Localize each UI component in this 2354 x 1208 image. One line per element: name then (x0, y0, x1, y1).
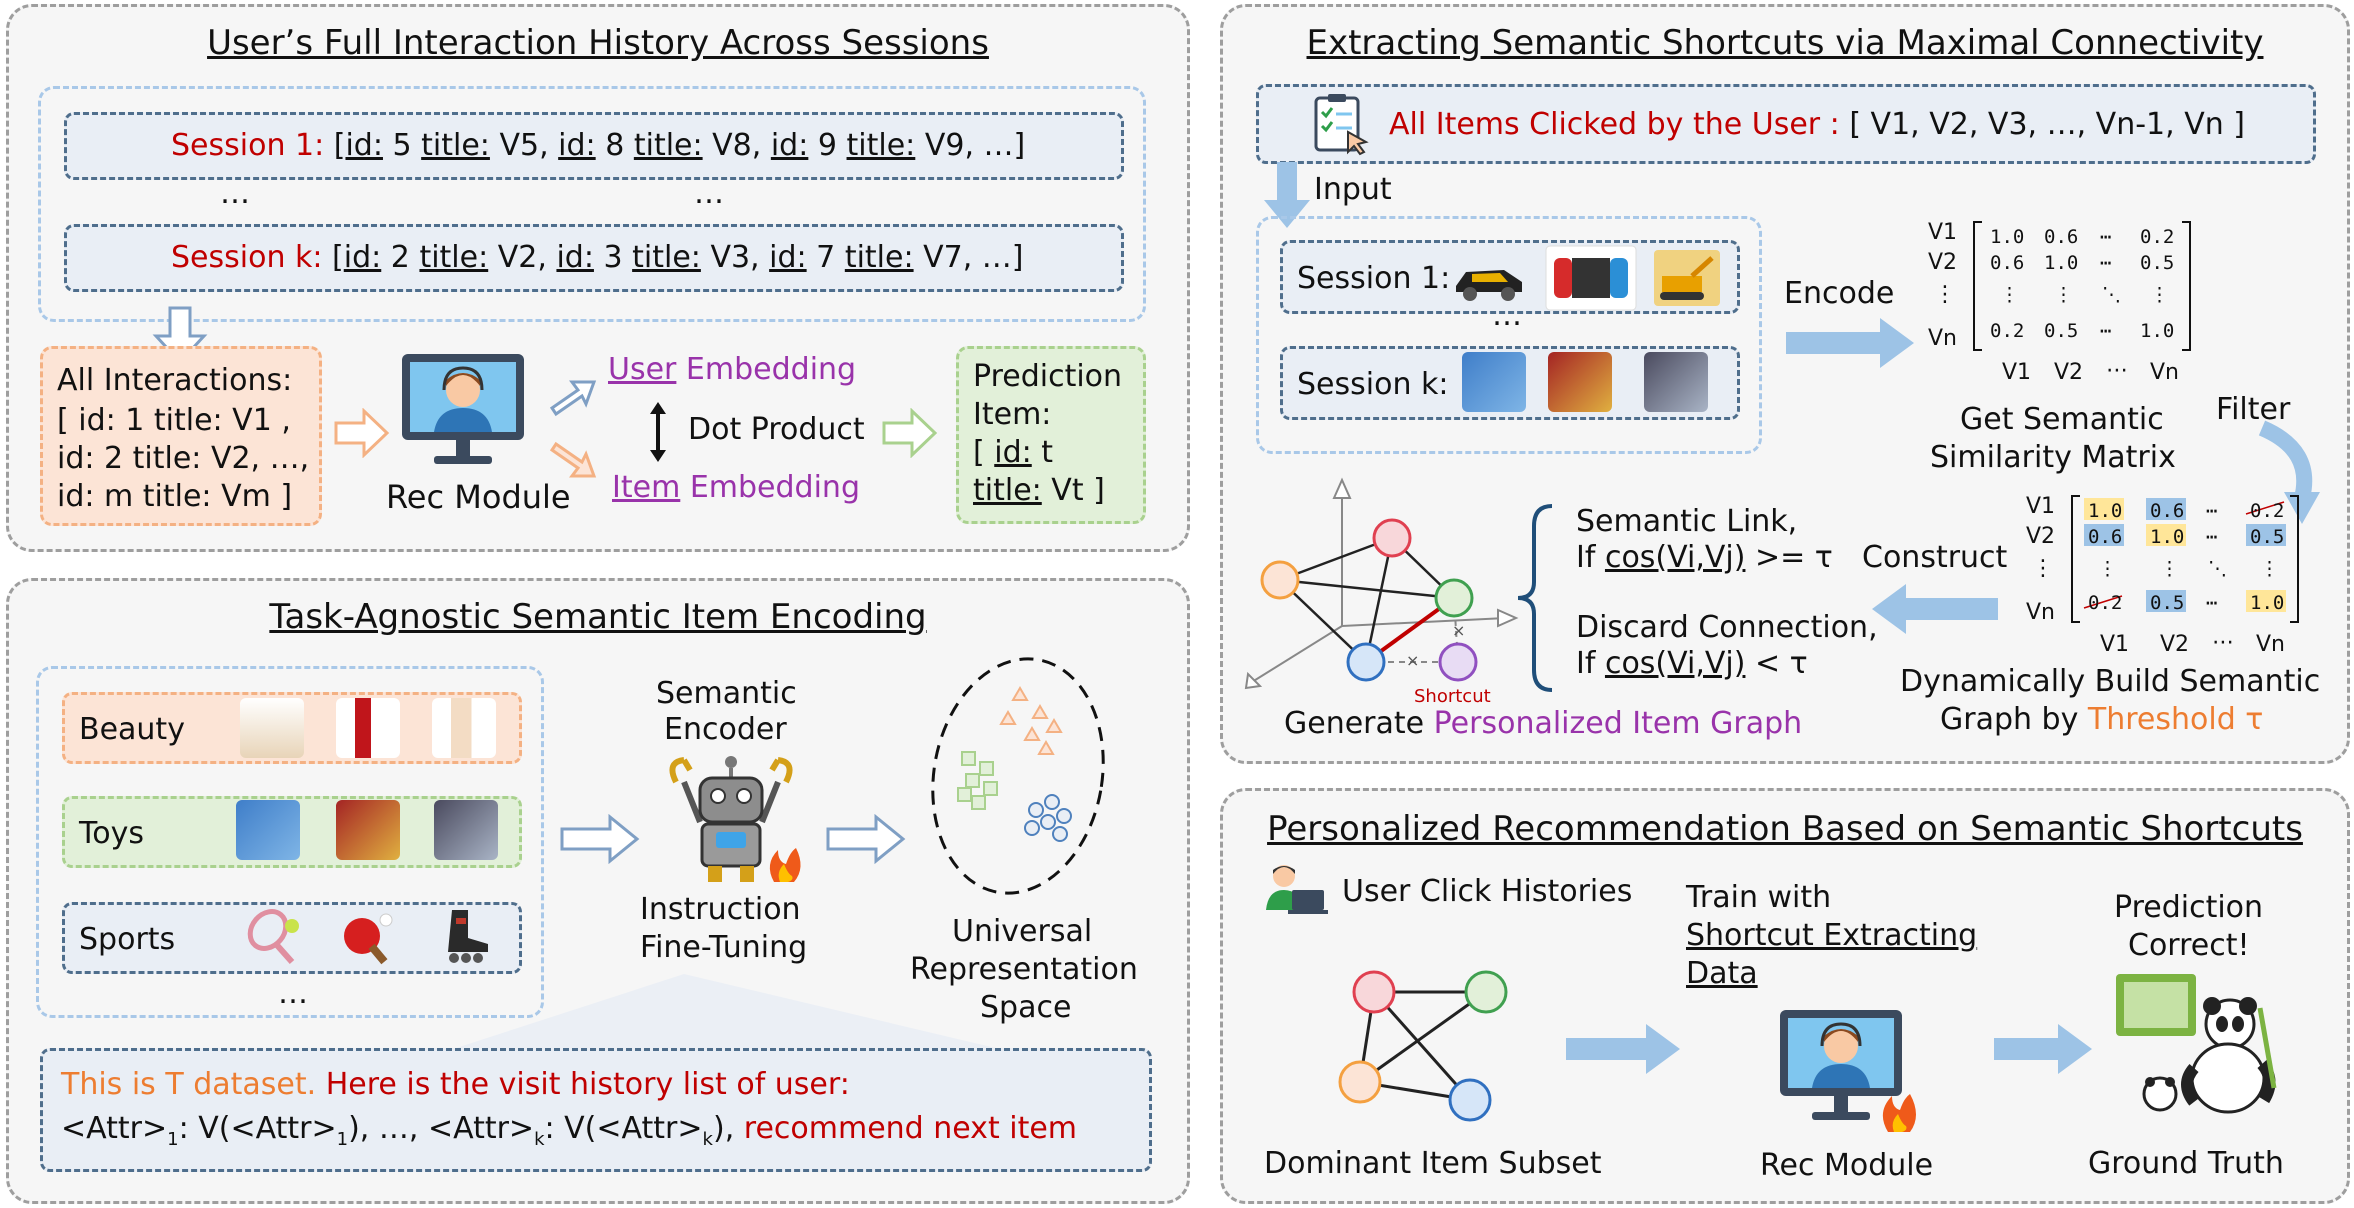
toy-excavator-icon (1654, 250, 1720, 306)
right-arrow-space-icon (826, 814, 906, 864)
construct-label: Construct (1862, 540, 2008, 575)
dominant-subset-label: Dominant Item Subset (1264, 1146, 1602, 1181)
clipboard-click-icon (1314, 94, 1369, 156)
rec-module-icon (402, 354, 524, 464)
arrow-to-user-icon (549, 380, 597, 417)
brace-icon (1517, 504, 1553, 692)
rec-module-label: Rec Module (386, 478, 571, 516)
all-interactions-box: All Interactions: [ id: 1 title: V1 , id… (40, 346, 322, 526)
sim-matrix-label-2: Similarity Matrix (1930, 440, 2176, 475)
toy-box-ironman-icon (336, 800, 400, 860)
category-ellipsis: … (278, 976, 308, 1011)
curved-arrow-filter-icon (2258, 420, 2320, 524)
user-click-histories-label: User Click Histories (1342, 874, 1633, 909)
train-with-label-3: Data (1686, 956, 1758, 991)
representation-space-icon (931, 657, 1105, 895)
instruction-label-1: Instruction (640, 892, 801, 927)
user-embedding-label: User Embedding (608, 352, 857, 387)
down-arrow-input-icon (1264, 162, 1310, 228)
foundation-bottle-icon (240, 698, 304, 758)
session-k-label: Session k: (171, 240, 323, 275)
discard-condition: If cos(Vi,Vj) < τ (1576, 646, 1808, 681)
input-label: Input (1314, 172, 1392, 207)
encoder-label-1: Semantic (656, 676, 797, 711)
ping-pong-icon (344, 913, 393, 965)
dyn-graph-label-1: Dynamically Build Semantic (1900, 664, 2321, 699)
roller-skate-icon (448, 910, 488, 963)
panda-toy-icon (2116, 974, 2277, 1114)
toy-box-stitch-icon (1462, 352, 1526, 412)
universal-label-2: Representation (910, 952, 1138, 987)
prediction-item-box: Prediction Item: [ id: t title: Vt ] (956, 346, 1146, 524)
toy-box-r2d2-icon (1644, 352, 1708, 412)
generate-graph-label: Generate Personalized Item Graph (1284, 706, 1803, 741)
dominant-subset-graph (1338, 970, 1508, 1122)
tennis-racket-icon (247, 909, 299, 964)
toy-box-ironman-icon (1548, 352, 1612, 412)
svg-text:×: × (1406, 651, 1419, 670)
right-arrow-encode-icon (1786, 318, 1914, 368)
instruction-label-2: Fine-Tuning (640, 930, 808, 965)
toy-car-icon (1456, 270, 1522, 301)
train-with-label-2: Shortcut Extracting (1686, 918, 1978, 953)
semantic-link-label: Semantic Link, (1576, 504, 1798, 539)
right-arrow-encoder-icon (560, 814, 640, 864)
panel-title: Task-Agnostic Semantic Item Encoding (269, 597, 927, 637)
clicked-sessions-container (1256, 216, 1762, 454)
arrow-to-item-icon (549, 441, 597, 478)
svg-text:×: × (1452, 621, 1465, 640)
rec-module-fire-icon (1780, 1010, 1916, 1132)
session-k-row: Session k: [id: 2 title: V2, id: 3 title… (64, 224, 1124, 292)
dyn-graph-label-2: Graph by Threshold τ (1940, 702, 2264, 737)
discard-connection-label: Discard Connection, (1576, 610, 1878, 645)
game-console-icon (1545, 245, 1637, 311)
double-arrow-icon (650, 402, 666, 462)
session-1-label: Session 1: (171, 128, 325, 163)
clicked-items-row: All Items Clicked by the User : [ V1, V2… (1256, 84, 2316, 164)
right-arrow-green-icon (882, 408, 938, 458)
instruction-prompt-box: This is T dataset. Here is the visit his… (40, 1048, 1152, 1172)
semantic-link-condition: If cos(Vi,Vj) >= τ (1576, 540, 1833, 575)
train-with-label-1: Train with (1686, 880, 1832, 915)
ellipsis-left: … (220, 176, 250, 211)
universal-label-1: Universal (952, 914, 1093, 949)
prediction-correct-label-1: Prediction (2114, 890, 2264, 925)
sessions-ellipsis: … (1492, 298, 1522, 333)
universal-label-3: Space (980, 990, 1072, 1025)
ground-truth-label: Ground Truth (2088, 1146, 2284, 1181)
personalized-item-graph: × × (1244, 477, 1519, 690)
serum-bottle-icon (432, 698, 496, 758)
prediction-correct-label-2: Correct! (2128, 928, 2250, 963)
item-embedding-label: Item Embedding (612, 470, 860, 505)
filter-label: Filter (2216, 392, 2291, 427)
panel-title: Personalized Recommendation Based on Sem… (1267, 809, 2303, 849)
prompt-connector (450, 974, 1004, 1050)
rec-module-label-2: Rec Module (1760, 1148, 1934, 1183)
sessions-container (38, 86, 1146, 322)
right-arrow-icon (334, 408, 390, 458)
dot-product-label: Dot Product (688, 412, 865, 447)
shortcut-label: Shortcut (1414, 686, 1491, 707)
encoder-label-2: Encoder (664, 712, 787, 747)
sim-matrix-label-1: Get Semantic (1960, 402, 2164, 437)
right-arrow-predict-icon (1994, 1024, 2092, 1074)
panel-title: User’s Full Interaction History Across S… (207, 23, 989, 63)
panel-title: Extracting Semantic Shortcuts via Maxima… (1306, 23, 2264, 63)
encode-label: Encode (1784, 276, 1895, 311)
category-container (36, 666, 544, 1018)
ellipsis-middle: … (694, 176, 724, 211)
left-arrow-construct-icon (1872, 584, 1998, 634)
toy-box-stitch-icon (236, 800, 300, 860)
session-1-row: Session 1: [id: 5 title: V5, id: 8 title… (64, 112, 1124, 180)
robot-encoder-icon (669, 756, 801, 882)
lipstick-icon (336, 698, 400, 758)
right-arrow-train-icon (1566, 1024, 1680, 1074)
user-laptop-icon (1266, 865, 1328, 914)
toy-box-r2d2-icon (434, 800, 498, 860)
